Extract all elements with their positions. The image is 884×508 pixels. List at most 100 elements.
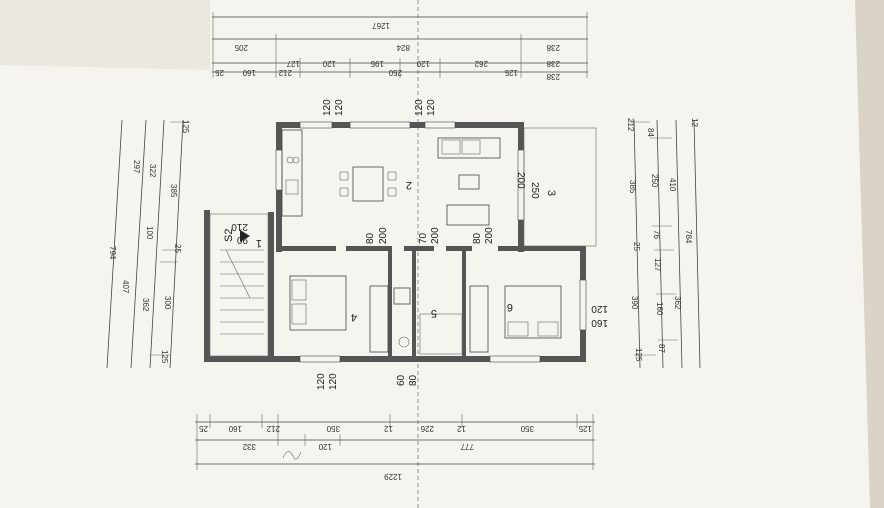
dim-left-125a: 125 [181,120,190,134]
dim-top-160: 160 [242,68,256,77]
dim-bottom-332: 332 [242,442,256,451]
dim-right-362: 362 [673,296,682,310]
dim-left-322: 322 [148,164,157,178]
dim-top-262: 262 [474,59,488,68]
dim-bottom-777: 777 [460,442,474,451]
paper-edge [855,0,884,508]
room-6-number: 6 [507,301,513,313]
room-4-number: 4 [351,311,357,323]
dim-top-250: 250 [388,68,402,77]
opening-top-mid-a: 120 [414,99,425,116]
opening-bottom-b-80: 80 [408,374,419,386]
dim-right-84: 84 [646,128,655,137]
dim-bottom-350b: 350 [520,424,534,433]
room-numbers: 1 2 3 4 5 6 [256,179,557,323]
room-1-number: 1 [256,237,262,249]
opening-door-c-200: 200 [484,227,495,244]
dim-right-127: 127 [653,258,662,272]
dim-right-87: 87 [657,344,666,353]
section-arrow-icon [240,230,250,242]
dim-right-160: 160 [655,302,664,316]
dim-bottom-120: 120 [318,442,332,451]
dim-right-125: 125 [634,348,643,362]
opening-room3-200: 200 [515,172,526,189]
bed-room6 [504,285,562,339]
dim-right-212: 212 [626,118,635,132]
dim-top-205: 205 [234,43,248,52]
sofa-top [437,137,501,159]
right-dimensions: 385 25 125 84 250 76 127 160 87 410 390 … [626,118,701,369]
section-mark-label: S2 [223,229,235,242]
dim-left-407: 407 [121,280,130,294]
room-3-number: 3 [545,190,557,196]
kitchen-counter [281,129,303,217]
dim-left-125b: 125 [160,350,169,364]
dim-bottom-350a: 350 [326,424,340,433]
opening-door-a-80: 80 [365,232,376,244]
dim-bottom-212: 212 [266,424,280,433]
opening-bottom-a-120a: 120 [316,373,327,390]
dim-right-385: 385 [628,180,637,194]
bed-room4 [289,275,347,331]
opening-top-left-b: 120 [334,99,345,116]
dim-bottom-160: 160 [228,424,242,433]
opening-door-b-70: 70 [418,232,429,244]
section-marker: S2 [223,229,250,242]
wardrobe-room4 [369,285,389,353]
left-dimensions: 794 297 407 322 362 385 100 300 25 125 1… [106,119,190,369]
bathroom-fixtures [393,287,411,348]
dim-top-824: 824 [396,43,410,52]
dim-right-250: 250 [650,174,659,188]
dim-left-100: 100 [145,226,154,240]
dim-right-784: 784 [684,230,693,244]
opening-bottom-a-120b: 120 [328,373,339,390]
paper-fold-shadow [0,0,210,70]
dim-bottom-125: 125 [578,424,592,433]
dim-bottom-12a: 12 [384,424,393,433]
top-dimensions: 1267 205 824 238 127 120 195 120 262 238… [212,12,588,81]
opening-bottom-b-60: 60 [396,374,407,386]
bottom-dimensions: 25 160 212 350 12 226 12 350 125 332 120… [195,414,595,481]
dim-top-127: 127 [286,59,300,68]
room-5-number: 5 [431,307,437,319]
dining-table [339,166,397,202]
opening-top-mid-b: 120 [426,99,437,116]
opening-top-left-a: 120 [322,99,333,116]
dim-left-297: 297 [132,160,141,174]
dim-left-794: 794 [108,246,117,260]
staircase [220,249,264,335]
dim-bottom-226: 226 [420,424,434,433]
coffee-table [458,174,480,190]
dim-bottom-25: 25 [199,424,208,433]
bathroom-tub [419,313,463,355]
sofa-bottom [446,204,490,226]
dim-top-212: 212 [278,68,292,77]
dim-top-238c: 238 [546,72,560,81]
dim-bottom-12b: 12 [457,424,466,433]
stair-outline [209,213,269,357]
terrace-outline [523,127,597,247]
dim-top-120a: 120 [322,59,336,68]
dim-left-25: 25 [173,244,182,253]
opening-room6-160: 160 [591,317,608,328]
dim-overall-top: 1267 [372,21,390,30]
dim-right-25: 25 [632,242,641,251]
dim-right-76: 76 [652,230,661,239]
opening-room6-120: 120 [591,303,608,314]
room-2-number: 2 [406,179,412,191]
dim-top-25: 25 [215,68,224,77]
dim-bottom-1229: 1229 [384,472,402,481]
opening-door-a-200: 200 [378,227,389,244]
opening-door-c-80: 80 [472,232,483,244]
opening-room1-210: 210 [231,221,248,232]
wardrobe-room6 [469,285,489,353]
dim-right-12: 12 [690,118,699,127]
dim-left-362: 362 [141,298,150,312]
dim-top-120b: 120 [416,59,430,68]
dim-top-238b: 238 [546,59,560,68]
dim-left-300: 300 [163,296,172,310]
dim-right-410: 410 [668,178,677,192]
dim-top-125: 125 [504,68,518,77]
